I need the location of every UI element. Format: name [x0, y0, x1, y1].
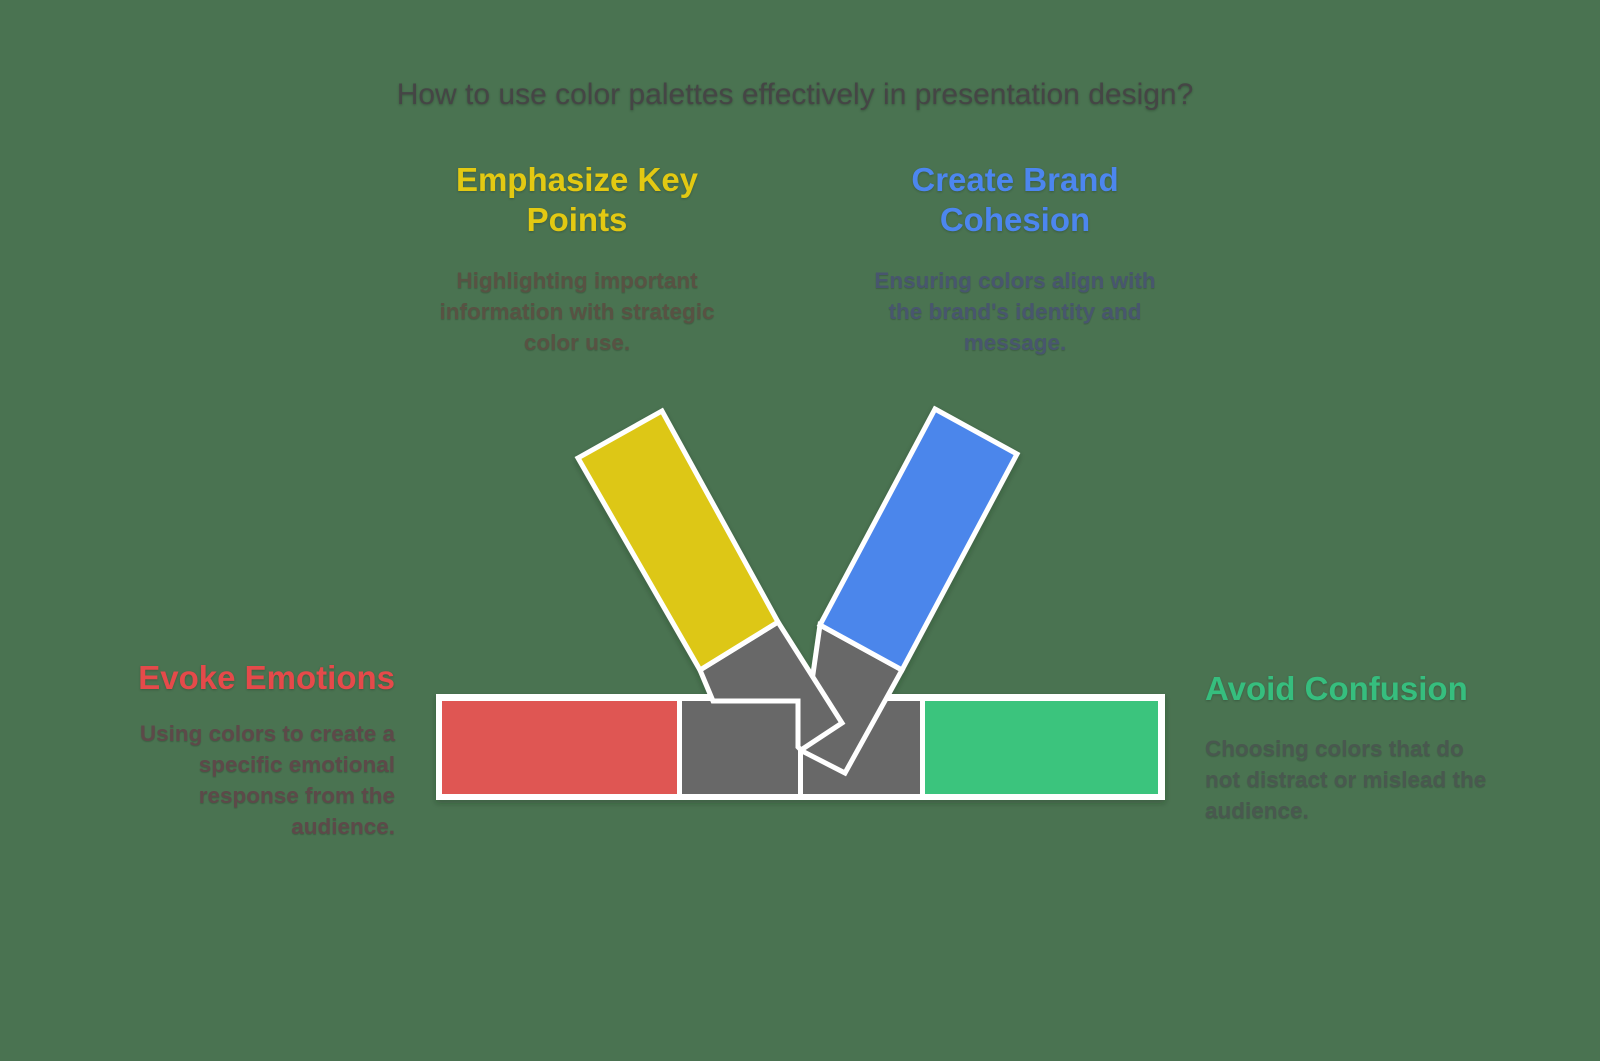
section-create-brand-cohesion: Create Brand Cohesion Ensuring colors al… — [835, 160, 1195, 358]
bar-segment-gray-left — [682, 701, 798, 794]
avoid-confusion-description: Choosing colors that do not distract or … — [1205, 736, 1487, 823]
bar-segment-green — [925, 701, 1158, 794]
page-title: How to use color palettes effectively in… — [396, 78, 1194, 111]
evoke-emotions-description: Using colors to create a specific emotio… — [139, 721, 395, 839]
emphasize-key-points-heading: Emphasize Key Points — [455, 161, 699, 238]
section-evoke-emotions: Evoke Emotions Using colors to create a … — [95, 658, 395, 842]
bar-segment-red — [442, 701, 677, 794]
emphasize-key-points-description: Highlighting important information with … — [439, 268, 715, 355]
yellow-marker-tip — [696, 618, 846, 754]
section-avoid-confusion: Avoid Confusion Choosing colors that do … — [1205, 669, 1505, 826]
create-brand-cohesion-heading: Create Brand Cohesion — [911, 161, 1119, 238]
avoid-confusion-heading: Avoid Confusion — [1205, 670, 1468, 707]
create-brand-cohesion-description: Ensuring colors align with the brand's i… — [874, 268, 1156, 355]
evoke-emotions-heading: Evoke Emotions — [138, 659, 395, 696]
blue-marker-body — [816, 405, 1021, 674]
yellow-marker-body — [574, 407, 782, 674]
section-emphasize-key-points: Emphasize Key Points Highlighting import… — [397, 160, 757, 358]
